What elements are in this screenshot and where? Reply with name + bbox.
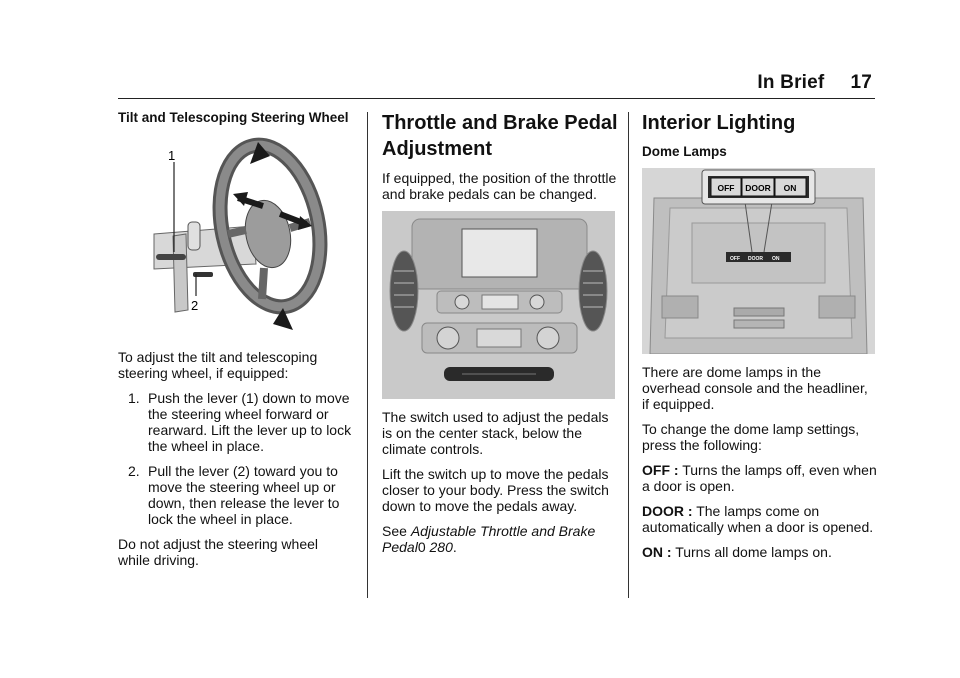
steering-intro: To adjust the tilt and telescoping steer… — [118, 349, 318, 381]
dome-lamps-title: Dome Lamps — [642, 144, 727, 159]
center-stack-illustration — [382, 211, 615, 399]
def-text: The lamps come on automatically when a d… — [642, 503, 874, 535]
def-door: DOOR : The lamps come on automatically w… — [642, 503, 878, 535]
step-text: Push the lever (1) down to move the stee… — [148, 390, 352, 454]
callout-label-on: ON — [784, 183, 797, 193]
step-number: 1. — [128, 390, 140, 406]
def-term: DOOR : — [642, 503, 693, 519]
see-link[interactable]: Adjustable Throttle and Brake Pedal — [382, 523, 596, 555]
list-item: 1. Push the lever (1) down to move the st… — [118, 390, 353, 454]
steering-title: Tilt and Telescoping Steering Wheel — [118, 110, 349, 125]
column-pedals: Throttle and Brake Pedal Adjustment If e… — [382, 110, 618, 564]
pedals-see-also: See Adjustable Throttle and Brake Pedal0… — [382, 523, 618, 555]
see-page[interactable]: 280 — [429, 539, 453, 555]
see-suffix: . — [452, 539, 457, 555]
overhead-console-illustration: OFF DOOR ON OFF DOOR ON — [642, 168, 875, 354]
callout-label-1: 1 — [168, 148, 175, 163]
def-off: OFF : Turns the lamps off, even when a d… — [642, 462, 878, 494]
small-label-on: ON — [772, 256, 780, 262]
column-lighting: Interior Lighting Dome Lamps OFF DOOR ON… — [642, 110, 878, 569]
def-term: ON : — [642, 544, 672, 560]
column-steering: Tilt and Telescoping Steering Wheel 1 2 … — [118, 110, 353, 577]
steering-steps: 1. Push the lever (1) down to move the st… — [118, 390, 353, 527]
column-divider-2 — [628, 112, 629, 598]
callout-label-off: OFF — [718, 183, 735, 193]
def-on: ON : Turns all dome lamps on. — [642, 544, 878, 560]
steering-wheel-illustration: 1 2 — [153, 137, 328, 330]
pedals-p1: If equipped, the position of the throttl… — [382, 170, 617, 202]
def-text: Turns all dome lamps on. — [675, 544, 832, 560]
column-divider-1 — [367, 112, 368, 598]
page-header: In Brief 17 — [757, 72, 872, 94]
lighting-title: Interior Lighting — [642, 112, 796, 134]
dome-p1: There are dome lamps in the overhead con… — [642, 364, 868, 412]
def-term: OFF : — [642, 462, 679, 478]
section-title: In Brief — [757, 72, 825, 93]
callout-door-button — [741, 177, 775, 197]
small-switch-panel — [726, 252, 791, 262]
list-item: 2. Pull the lever (2) toward you to move … — [118, 463, 353, 527]
step-text: Pull the lever (2) toward you to move th… — [148, 463, 340, 527]
pedals-title: Throttle and Brake Pedal Adjustment — [382, 112, 618, 160]
pedals-p3: Lift the switch up to move the pedals cl… — [382, 466, 609, 514]
steering-note: Do not adjust the steering wheel while d… — [118, 536, 319, 568]
page-number: 17 — [850, 72, 872, 93]
small-label-off: OFF — [730, 256, 740, 262]
pedals-p2: The switch used to adjust the pedals is … — [382, 409, 609, 457]
callout-off-button — [710, 177, 742, 197]
header-rule — [118, 98, 875, 99]
step-number: 2. — [128, 463, 140, 479]
small-label-door: DOOR — [748, 256, 763, 262]
callout-on-button — [774, 177, 807, 197]
callout-label-door: DOOR — [745, 183, 771, 193]
dome-p2: To change the dome lamp settings, press … — [642, 421, 860, 453]
callout-label-2: 2 — [191, 298, 198, 313]
page-ref-icon: 0 — [417, 539, 426, 555]
def-text: Turns the lamps off, even when a door is… — [642, 462, 877, 494]
see-prefix: See — [382, 523, 411, 539]
